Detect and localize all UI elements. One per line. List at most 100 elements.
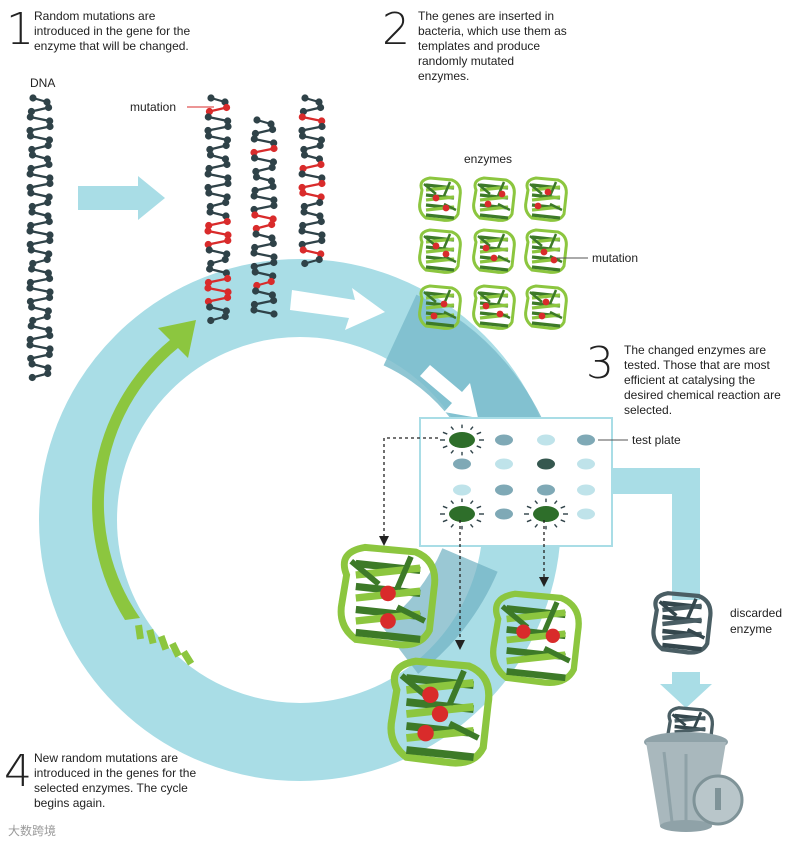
dna-base-dot xyxy=(301,259,309,268)
dna-base-dot xyxy=(299,246,307,254)
dna-base-dot xyxy=(26,335,34,344)
dna-base-dot xyxy=(28,208,36,216)
dna-base-dot xyxy=(27,221,35,230)
test-well xyxy=(537,458,555,470)
dna-base-dot xyxy=(316,141,324,150)
mutation-dot xyxy=(482,244,490,252)
mutation-dot xyxy=(498,190,506,198)
dna-base-dot xyxy=(204,183,212,192)
dna-base-dot xyxy=(27,322,35,330)
dna-base-dot xyxy=(298,183,306,192)
mutation-dot xyxy=(542,298,550,306)
dna-base-dot xyxy=(252,167,260,176)
mutation-dot xyxy=(540,248,548,256)
dna-base-dot xyxy=(206,145,214,154)
dna-base-dot xyxy=(250,135,258,143)
dna-base-dot xyxy=(268,220,276,229)
dna-base-dot xyxy=(318,231,326,239)
dna-base-dot xyxy=(45,136,54,144)
enzyme-icon xyxy=(490,590,582,686)
dna-base-dot xyxy=(28,145,36,154)
dna-base-dot xyxy=(45,293,54,302)
dna-base-dot xyxy=(251,129,260,138)
dna-base-dot xyxy=(43,155,52,163)
discarded-label-line2: enzyme xyxy=(730,622,773,636)
enzyme-icon xyxy=(337,543,439,649)
dna-base-dot xyxy=(269,239,277,248)
dna-base-dot xyxy=(26,132,35,140)
dna-base-dot xyxy=(253,281,261,290)
mutation-dot xyxy=(550,256,558,264)
test-well xyxy=(495,458,513,470)
mutation-dot xyxy=(432,194,440,202)
dna-base-dot xyxy=(222,269,230,277)
test-well xyxy=(537,484,555,496)
discarded-enzyme xyxy=(651,591,713,655)
step-2-text: The genes are inserted in bacteria, whic… xyxy=(418,9,567,83)
dna-base-dot xyxy=(316,103,325,112)
mutation-dot xyxy=(482,302,490,310)
mutation-dot xyxy=(430,312,438,320)
dna-base-dot xyxy=(250,249,258,257)
dna-base-dot xyxy=(204,170,212,178)
dna-base-dot xyxy=(250,148,258,157)
step-1-number: 1 xyxy=(6,4,34,55)
mutation-dot xyxy=(490,254,498,262)
mutation-dot xyxy=(380,585,396,602)
dna-base-dot xyxy=(204,278,213,287)
dna-base-dot xyxy=(253,116,261,124)
dna-base-dot xyxy=(270,139,278,147)
dna-base-dot xyxy=(222,103,231,112)
dna-base-dot xyxy=(224,122,232,131)
dna-base-dot xyxy=(207,94,215,102)
dna-base-dot xyxy=(43,312,51,321)
dna-base-dot xyxy=(317,136,326,144)
dna-base-dot xyxy=(44,307,52,315)
dna-base-dot xyxy=(222,141,230,150)
dna-base-dot xyxy=(45,350,53,359)
dna-base-dot xyxy=(270,144,278,153)
step-4-number: 4 xyxy=(4,746,32,797)
dna-base-dot xyxy=(204,113,212,121)
dna-base-dot xyxy=(267,177,276,185)
discard-path xyxy=(612,468,712,708)
dna-base-dot xyxy=(269,158,278,166)
dna-base-dot xyxy=(224,236,232,245)
dna-base-dot xyxy=(298,170,306,178)
dna-base-dot xyxy=(270,201,278,210)
dna-base-dot xyxy=(44,141,52,150)
dna-base-dot xyxy=(318,179,326,188)
dna-base-dot xyxy=(250,205,258,214)
dna-base-dot xyxy=(27,164,35,173)
test-well xyxy=(453,458,471,470)
dna-base-dot xyxy=(300,208,308,216)
dna-base-dot xyxy=(28,202,36,211)
mutation-dot xyxy=(516,624,531,639)
dna-base-dot xyxy=(224,231,232,239)
dna-base-dot xyxy=(26,240,34,249)
dna-base-dot xyxy=(204,240,212,249)
enzyme-icon xyxy=(524,228,568,274)
dna-base-dot xyxy=(223,217,231,226)
mutation-dot xyxy=(422,686,439,703)
enzyme-icon xyxy=(524,284,568,330)
dna-base-dot xyxy=(224,179,232,188)
step-4-text: New random mutations are introduced in t… xyxy=(34,751,197,810)
enzyme-grid xyxy=(418,176,568,330)
dna-base-dot xyxy=(317,160,325,169)
dna-base-dot xyxy=(26,183,34,192)
discarded-label-line1: discarded xyxy=(730,606,783,620)
test-plate-label: test plate xyxy=(632,433,681,447)
arrow-dna-to-mutated xyxy=(78,176,165,220)
dna-original xyxy=(26,94,54,382)
enzyme-icon xyxy=(651,591,713,655)
dna-base-dot xyxy=(250,262,258,271)
enzyme-icon xyxy=(524,176,568,222)
dna-base-dot xyxy=(44,364,52,372)
dna-base-dot xyxy=(250,306,258,314)
dna-mutated-strand xyxy=(250,116,278,318)
dna-base-dot xyxy=(45,250,53,258)
dna-base-dot xyxy=(268,163,276,172)
dna-base-dot xyxy=(270,258,278,267)
